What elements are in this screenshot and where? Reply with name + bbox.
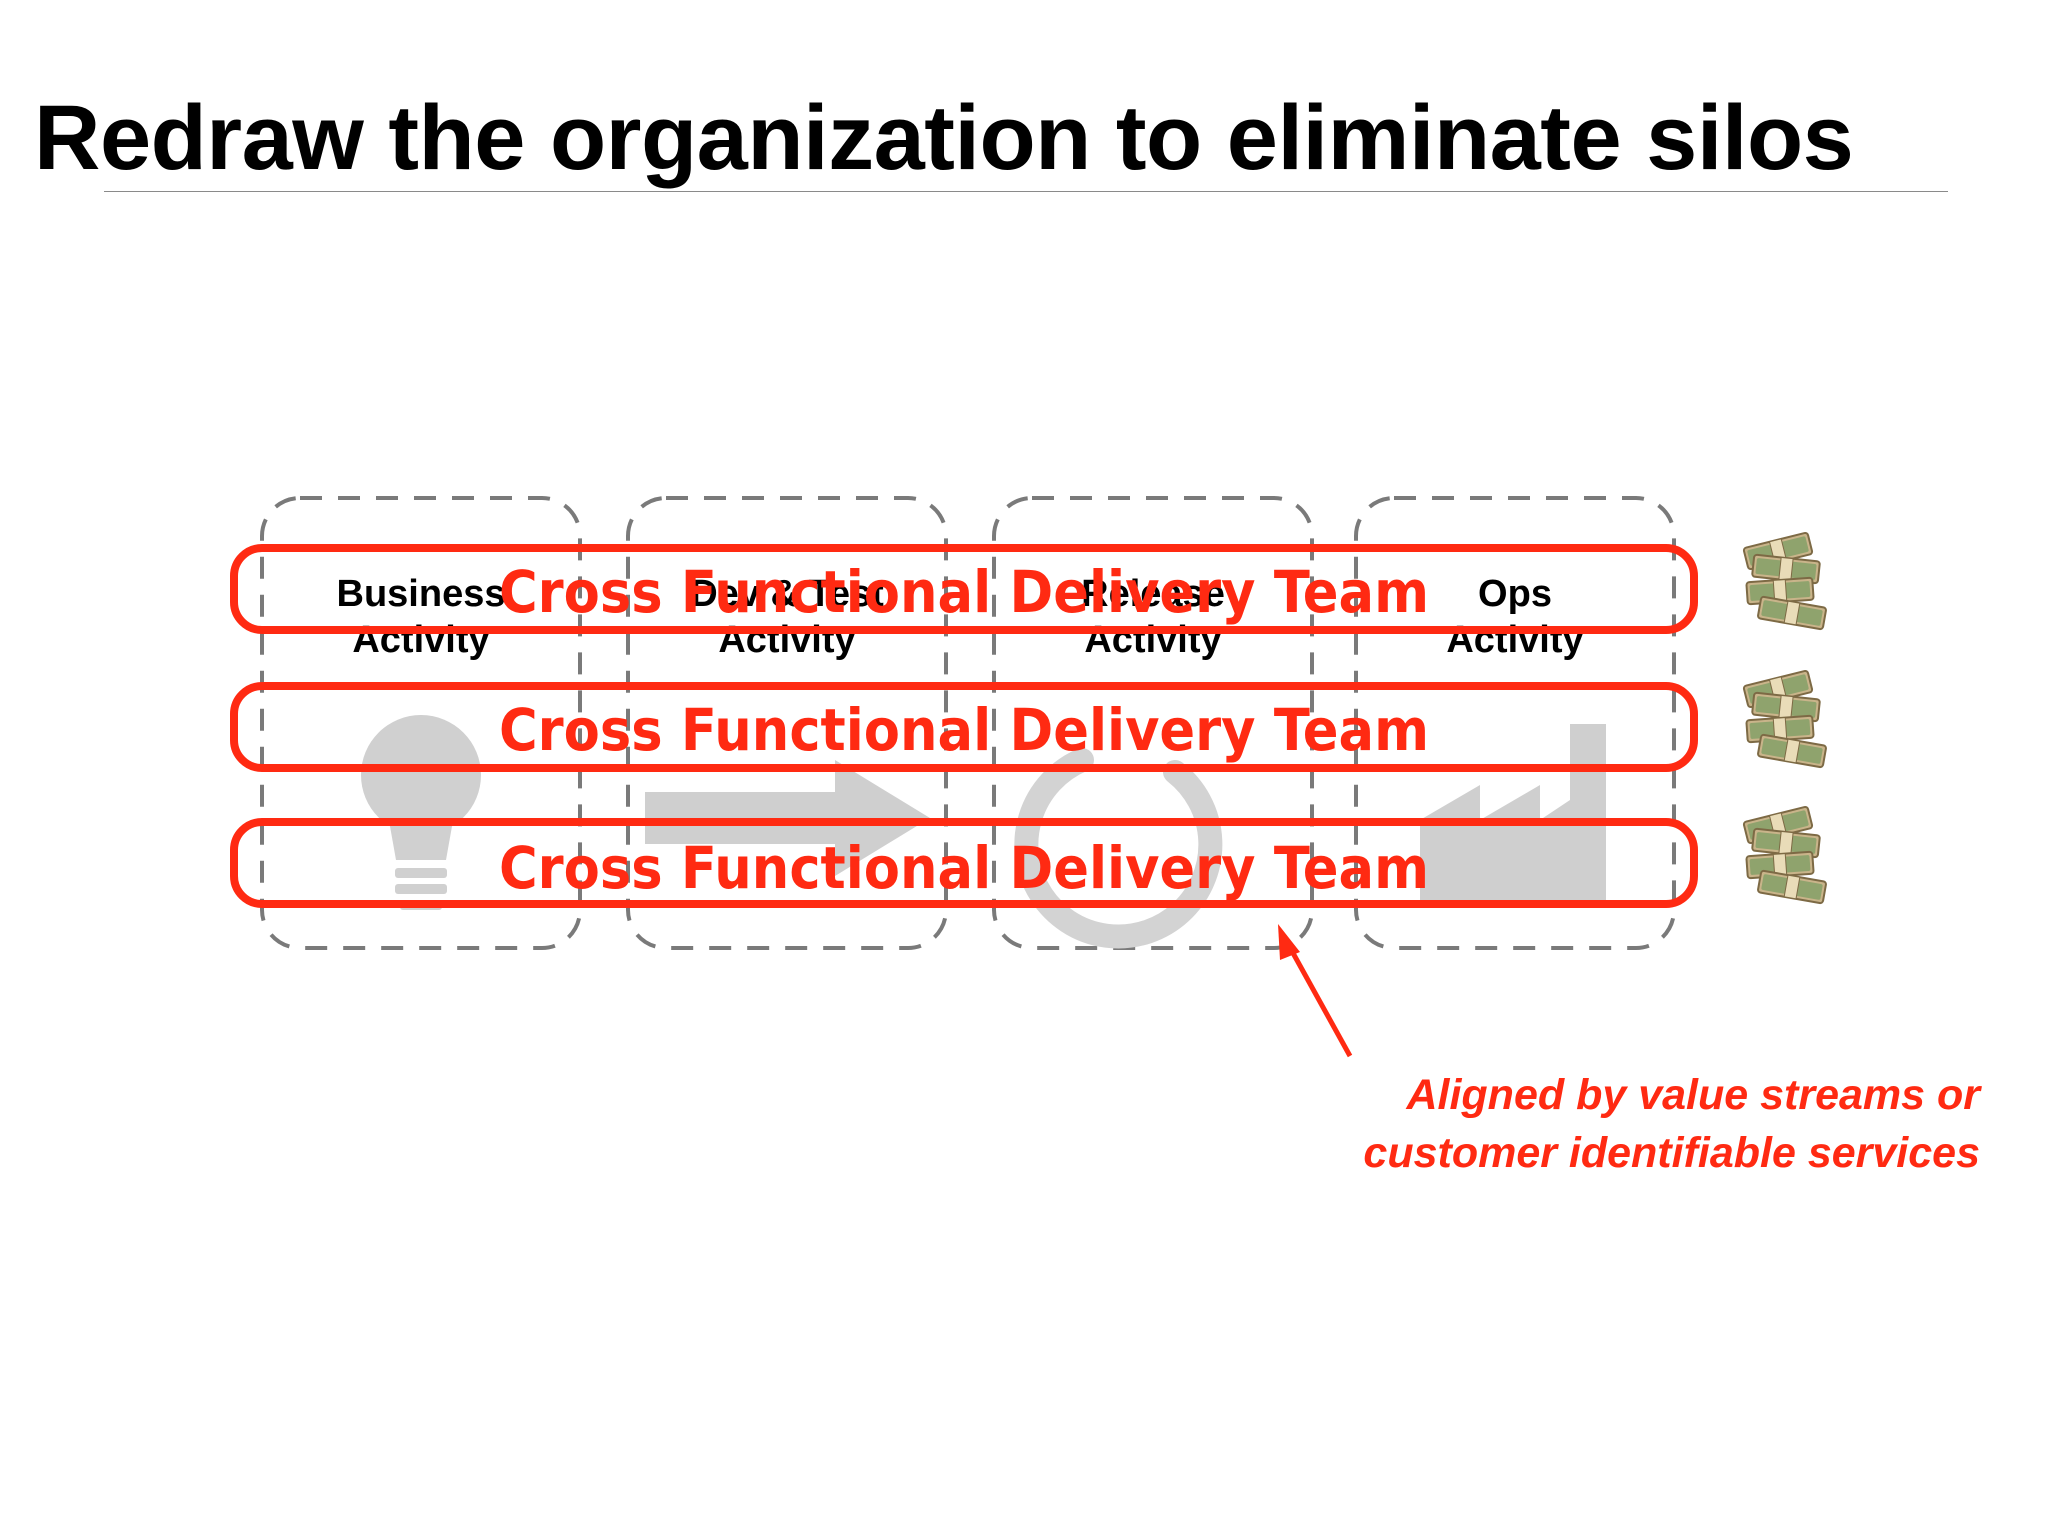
team-band-2: Cross Functional Delivery Team <box>230 682 1698 772</box>
silo-label-line2: Activity <box>1446 619 1583 661</box>
silo-label-line1: Dev & Test <box>690 573 884 615</box>
power-icon <box>1014 748 1223 949</box>
silo-release: Release Activity <box>992 496 1314 950</box>
callout-line1: Aligned by value streams or <box>1406 1071 1980 1119</box>
silo-ops: Ops Activity <box>1354 496 1676 950</box>
team-label: Cross Functional Delivery Team <box>499 696 1429 764</box>
slide-title: Redraw the organization to eliminate sil… <box>34 87 1854 189</box>
silo-label-line2: Activity <box>352 619 489 661</box>
team-band-3: Cross Functional Delivery Team <box>230 818 1698 908</box>
silo-label-line1: Release <box>1081 573 1225 615</box>
title-divider <box>104 191 1948 192</box>
lightbulb-icon <box>361 715 481 910</box>
team-band-1: Cross Functional Delivery Team <box>230 544 1698 634</box>
money-stack-icon <box>1742 531 1828 631</box>
callout-text: Aligned by value streams or customer ide… <box>1200 1066 1980 1182</box>
factory-icon <box>1420 724 1606 900</box>
callout-line2: customer identifiable services <box>1363 1129 1980 1177</box>
callout-arrow <box>1278 924 1353 1058</box>
money-stack-icon <box>1742 805 1828 905</box>
silo-label-line1: Ops <box>1478 573 1552 615</box>
team-label: Cross Functional Delivery Team <box>499 834 1429 902</box>
money-stack-icon <box>1742 669 1828 769</box>
silo-label-line1: Business <box>337 573 506 615</box>
team-label: Cross Functional Delivery Team <box>499 558 1429 626</box>
